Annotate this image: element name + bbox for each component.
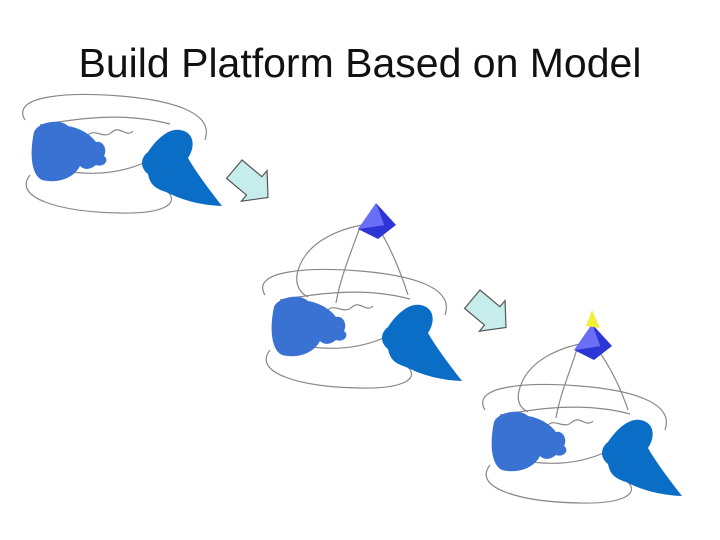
right-part-blob: [142, 129, 222, 206]
slide-title: Build Platform Based on Model: [78, 40, 642, 86]
left-part-blob: [271, 296, 347, 357]
pyramid-platform-icon: [358, 203, 396, 239]
stage-1-model: [22, 93, 222, 214]
pyramid-top-cap: [586, 310, 600, 328]
stage-3-model-with-platform-top: [482, 310, 682, 504]
left-part-blob: [31, 121, 107, 182]
left-part-blob: [491, 411, 567, 472]
right-part-blob: [602, 419, 682, 496]
platform-wires: [296, 222, 409, 304]
stage-2-model-with-platform: [262, 203, 462, 389]
right-part-blob: [382, 304, 462, 381]
right-down-block-arrow-icon: [220, 153, 282, 214]
right-down-block-arrow-icon: [458, 283, 520, 344]
pyramid-platform-icon: [574, 310, 612, 360]
